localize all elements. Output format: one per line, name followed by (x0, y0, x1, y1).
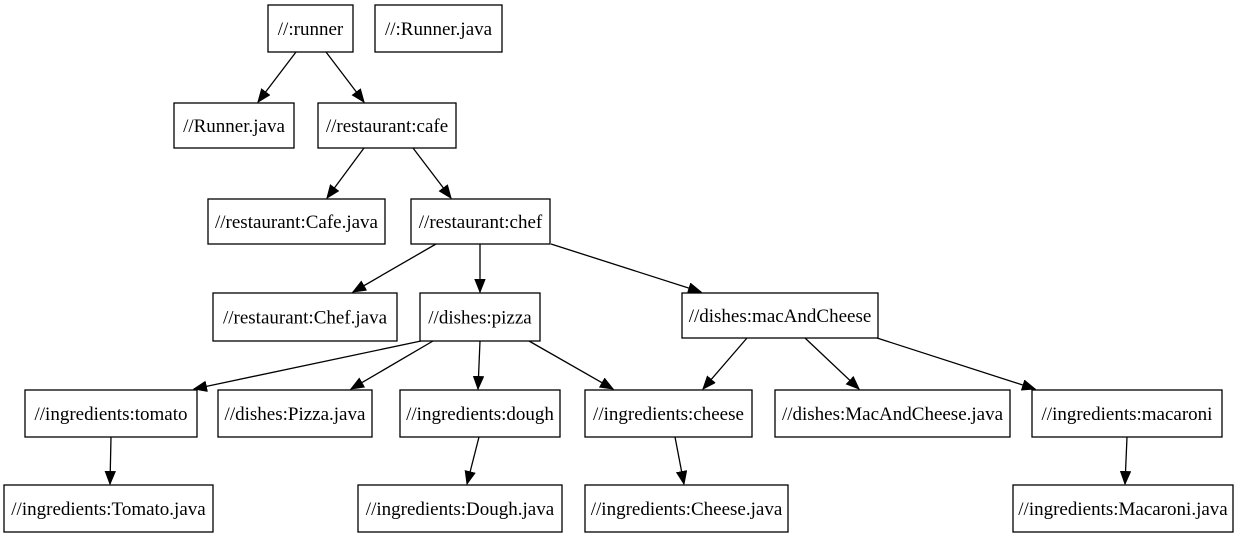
node-label-cafe: //restaurant:cafe (326, 116, 448, 137)
graph-node-tomato-java: //ingredients:Tomato.java (3, 484, 214, 533)
node-box-dough (399, 389, 561, 438)
edge-pizza-to-cheese (528, 340, 613, 389)
edge-mac-and-cheese-to-mac-and-cheese-java (804, 337, 859, 389)
node-box-runner (267, 4, 354, 53)
graph-node-pizza: //dishes:pizza (419, 292, 541, 342)
graph-node-cafe: //restaurant:cafe (317, 102, 457, 149)
edge-macaroni-to-macaroni-java (1125, 436, 1127, 484)
graph-node-mac-and-cheese: //dishes:macAndCheese (681, 292, 879, 339)
edges-layer (110, 51, 1127, 484)
graph-node-chef: //restaurant:chef (410, 198, 551, 245)
edge-chef-to-mac-and-cheese (550, 243, 701, 292)
node-label-dough-java: //ingredients:Dough.java (366, 499, 555, 520)
graph-node-macaroni: //ingredients:macaroni (1031, 389, 1223, 438)
graph-node-runner-java-file: //Runner.java (173, 102, 295, 149)
edge-tomato-to-tomato-java (110, 436, 111, 484)
edge-cafe-to-chef (412, 147, 451, 198)
node-box-cheese (584, 389, 753, 438)
node-label-runner: //:runner (278, 19, 344, 40)
graph-node-cafe-java: //restaurant:Cafe.java (207, 198, 386, 245)
node-box-chef (410, 198, 551, 245)
node-box-macaroni (1031, 389, 1223, 438)
node-label-tomato-java: //ingredients:Tomato.java (11, 499, 206, 520)
graph-node-cheese: //ingredients:cheese (584, 389, 753, 438)
graph-node-macaroni-java: //ingredients:Macaroni.java (1012, 484, 1234, 533)
nodes-layer: //:runner //:Runner.java //Runner.java //re… (3, 4, 1234, 533)
edge-cheese-to-cheese-java (674, 436, 684, 484)
node-label-mac-and-cheese-java: //dishes:MacAndCheese.java (782, 404, 1004, 425)
node-label-cheese: //ingredients:cheese (593, 404, 744, 425)
node-label-macaroni-java: //ingredients:Macaroni.java (1018, 499, 1228, 520)
node-box-cheese-java (584, 484, 789, 533)
edge-mac-and-cheese-to-cheese (703, 337, 748, 389)
edge-pizza-to-tomato (194, 340, 422, 389)
node-label-cafe-java: //restaurant:Cafe.java (215, 212, 379, 233)
graph-node-tomato: //ingredients:tomato (24, 389, 198, 438)
node-box-cafe-java (207, 198, 386, 245)
node-box-tomato (24, 389, 198, 438)
node-box-macaroni-java (1012, 484, 1234, 533)
edge-runner-to-runner-java-file (258, 51, 297, 102)
edge-pizza-to-dough (478, 340, 480, 389)
graph-node-chef-java: //restaurant:Chef.java (212, 292, 398, 342)
graph-node-mac-and-cheese-java: //dishes:MacAndCheese.java (774, 389, 1011, 438)
node-label-pizza-java: //dishes:Pizza.java (225, 404, 366, 425)
node-label-dough: //ingredients:dough (406, 404, 554, 425)
node-label-pizza: //dishes:pizza (428, 308, 532, 329)
node-box-mac-and-cheese (681, 292, 879, 339)
edge-mac-and-cheese-to-macaroni (876, 337, 1035, 389)
graph-node-dough-java: //ingredients:Dough.java (357, 484, 563, 533)
edge-cafe-to-cafe-java (327, 147, 365, 198)
node-box-tomato-java (3, 484, 214, 533)
edge-runner-to-cafe (325, 51, 364, 102)
edge-dough-to-dough-java (467, 436, 480, 484)
node-label-macaroni: //ingredients:macaroni (1042, 404, 1213, 425)
node-label-chef-java: //restaurant:Chef.java (223, 308, 388, 329)
node-box-chef-java (212, 292, 398, 342)
node-box-mac-and-cheese-java (774, 389, 1011, 438)
node-box-runner-java-target (374, 4, 503, 53)
node-label-chef: //restaurant:chef (419, 212, 543, 233)
node-label-mac-and-cheese: //dishes:macAndCheese (689, 306, 872, 327)
node-box-cafe (317, 102, 457, 149)
node-label-cheese-java: //ingredients:Cheese.java (591, 499, 783, 520)
graph-node-runner: //:runner (267, 4, 354, 53)
graph-node-pizza-java: //dishes:Pizza.java (217, 389, 373, 438)
edge-pizza-to-pizza-java (351, 340, 434, 389)
graph-node-cheese-java: //ingredients:Cheese.java (584, 484, 789, 533)
node-box-pizza (419, 292, 541, 342)
node-box-dough-java (357, 484, 563, 533)
node-box-pizza-java (217, 389, 373, 438)
node-box-runner-java-file (173, 102, 295, 149)
node-label-tomato: //ingredients:tomato (34, 404, 187, 425)
graph-node-dough: //ingredients:dough (399, 389, 561, 438)
node-label-runner-java-target: //:Runner.java (385, 19, 493, 40)
edge-chef-to-chef-java (353, 243, 437, 292)
graph-node-runner-java-target: //:Runner.java (374, 4, 503, 53)
node-label-runner-java-file: //Runner.java (183, 116, 285, 137)
